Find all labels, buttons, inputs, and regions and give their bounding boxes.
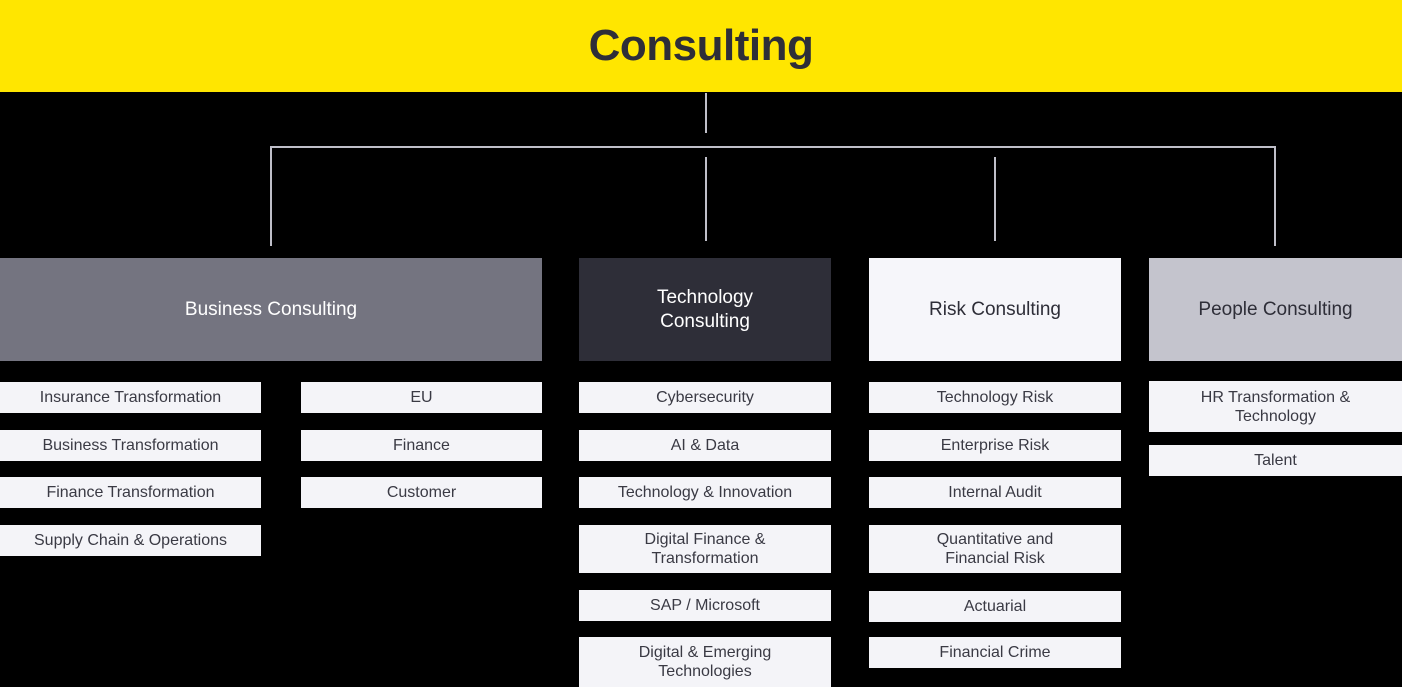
node-label: Actuarial	[963, 598, 1027, 615]
node-label: Talent	[1254, 452, 1297, 469]
node-label: Quantitative and Financial Risk	[936, 531, 1054, 567]
node-label: Finance Transformation	[46, 484, 215, 501]
branch-business-consulting: Business Consulting	[0, 258, 542, 361]
connector-root-stem	[705, 93, 707, 133]
node-technology-risk: Technology Risk	[869, 382, 1121, 413]
branch-label: Technology Consulting	[656, 286, 754, 332]
node-label: EU	[410, 389, 433, 406]
node-label: HR Transformation & Technology	[1200, 388, 1351, 425]
node-finance: Finance	[301, 430, 542, 461]
node-technology-innovation: Technology & Innovation	[579, 477, 831, 508]
node-label: Enterprise Risk	[940, 437, 1050, 454]
consulting-banner: Consulting	[0, 0, 1402, 92]
branch-label: Business Consulting	[184, 298, 358, 320]
node-label: Digital & Emerging Technologies	[638, 644, 772, 680]
branch-technology-consulting: Technology Consulting	[579, 258, 831, 361]
node-label: Financial Crime	[939, 644, 1051, 661]
node-eu: EU	[301, 382, 542, 413]
node-label: Supply Chain & Operations	[34, 532, 227, 549]
node-label: Finance	[393, 437, 450, 454]
node-quantitative-financial-risk: Quantitative and Financial Risk	[869, 525, 1121, 573]
page-title: Consulting	[588, 21, 814, 70]
node-label: Digital Finance & Transformation	[644, 531, 766, 567]
node-label: Technology & Innovation	[617, 484, 793, 501]
connector-drop-business	[270, 146, 272, 246]
node-customer: Customer	[301, 477, 542, 508]
node-business-transformation: Business Transformation	[0, 430, 261, 461]
node-cybersecurity: Cybersecurity	[579, 382, 831, 413]
node-insurance-transformation: Insurance Transformation	[0, 382, 261, 413]
connector-drop-people	[1274, 146, 1276, 246]
node-actuarial: Actuarial	[869, 591, 1121, 622]
branch-label: Risk Consulting	[929, 298, 1061, 320]
node-financial-crime: Financial Crime	[869, 637, 1121, 668]
node-label: Technology Risk	[936, 389, 1054, 406]
node-label: Customer	[386, 484, 457, 501]
node-finance-transformation: Finance Transformation	[0, 477, 261, 508]
node-enterprise-risk: Enterprise Risk	[869, 430, 1121, 461]
connector-drop-technology	[705, 157, 707, 241]
node-sap-microsoft: SAP / Microsoft	[579, 590, 831, 621]
node-talent: Talent	[1149, 445, 1402, 476]
node-label: SAP / Microsoft	[650, 597, 760, 614]
node-digital-finance-transformation: Digital Finance & Transformation	[579, 525, 831, 573]
branch-label: People Consulting	[1198, 298, 1353, 320]
node-label: AI & Data	[670, 437, 740, 454]
node-label: Business Transformation	[42, 437, 219, 454]
node-supply-chain-operations: Supply Chain & Operations	[0, 525, 261, 556]
connector-drop-risk	[994, 157, 996, 241]
node-hr-transformation-technology: HR Transformation & Technology	[1149, 381, 1402, 432]
node-label: Cybersecurity	[656, 389, 754, 406]
node-digital-emerging-technologies: Digital & Emerging Technologies	[579, 637, 831, 687]
node-internal-audit: Internal Audit	[869, 477, 1121, 508]
node-label: Insurance Transformation	[39, 389, 222, 406]
connector-horizontal	[271, 146, 1276, 148]
node-ai-data: AI & Data	[579, 430, 831, 461]
branch-people-consulting: People Consulting	[1149, 258, 1402, 361]
node-label: Internal Audit	[948, 484, 1042, 501]
branch-risk-consulting: Risk Consulting	[869, 258, 1121, 361]
